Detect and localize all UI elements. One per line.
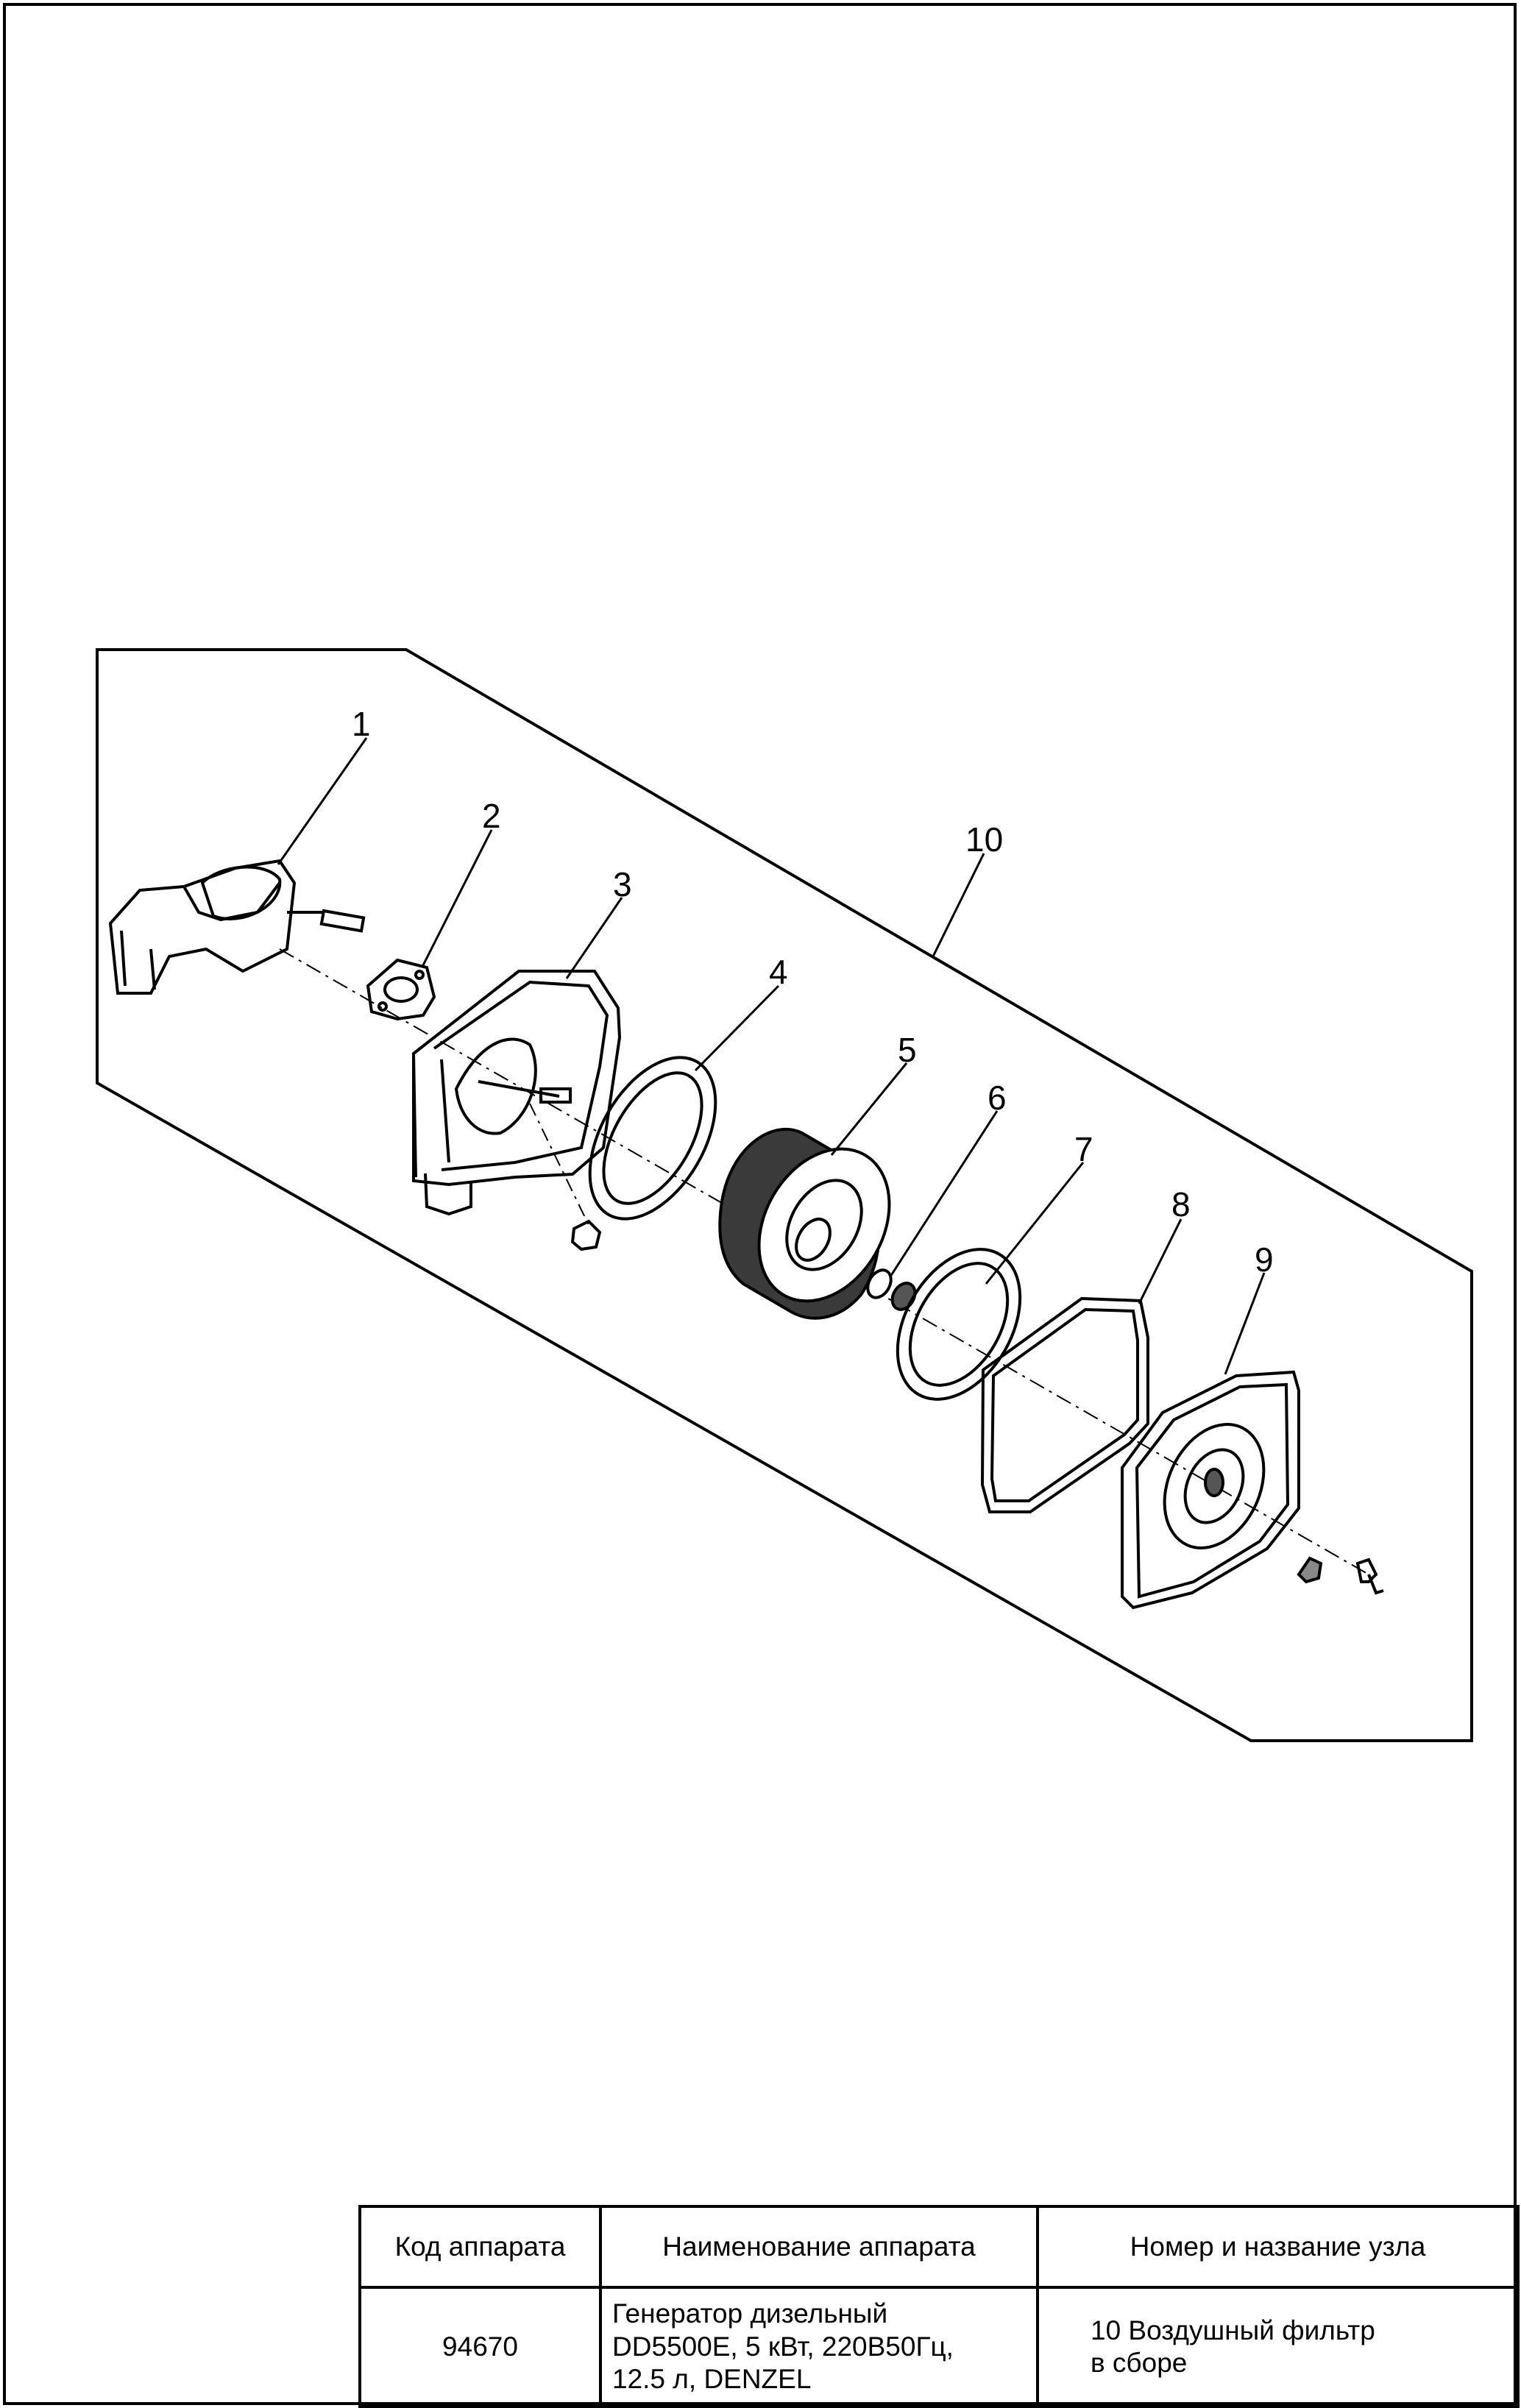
part-8-cover-gasket — [980, 1296, 1149, 1513]
header-assembly-name: Номер и название узла — [1036, 2205, 1520, 2289]
leader-lines — [277, 737, 1266, 1375]
callout-1: 1 — [352, 705, 371, 743]
part-7-seal-ring — [896, 1248, 1022, 1401]
exploded-view-diagram: 1 2 3 4 5 6 7 8 9 10 — [96, 648, 1473, 1742]
device-name: Генератор дизельный DD5500E, 5 кВт, 220В… — [599, 2286, 1039, 2408]
callout-6: 6 — [988, 1079, 1007, 1117]
part-2-gasket — [366, 958, 436, 1021]
part-1-intake-elbow — [108, 859, 366, 995]
callout-9: 9 — [1255, 1240, 1274, 1279]
assembly-name: 10 Воздушный фильтр в сборе — [1036, 2286, 1520, 2408]
part-5-filter-element — [718, 1128, 891, 1320]
part-3-filter-housing — [412, 970, 622, 1216]
device-code: 94670 — [358, 2286, 602, 2408]
title-block: Код аппарата Наименование аппарата Номер… — [358, 2205, 1520, 2408]
part-9-cover — [1121, 1370, 1384, 1610]
stud-axis — [529, 1103, 589, 1226]
callout-2: 2 — [482, 797, 501, 835]
callout-7: 7 — [1074, 1130, 1093, 1168]
housing-nut — [570, 1219, 602, 1251]
callout-10: 10 — [965, 820, 1003, 859]
header-device-name: Наименование аппарата — [599, 2205, 1039, 2289]
part-4-seal-ring — [588, 1056, 717, 1221]
header-device-code: Код аппарата — [358, 2205, 602, 2289]
callout-5: 5 — [898, 1031, 917, 1069]
callout-4: 4 — [769, 953, 788, 991]
callout-3: 3 — [613, 865, 632, 903]
callout-8: 8 — [1171, 1185, 1191, 1223]
assembly-boundary — [96, 648, 1473, 1742]
